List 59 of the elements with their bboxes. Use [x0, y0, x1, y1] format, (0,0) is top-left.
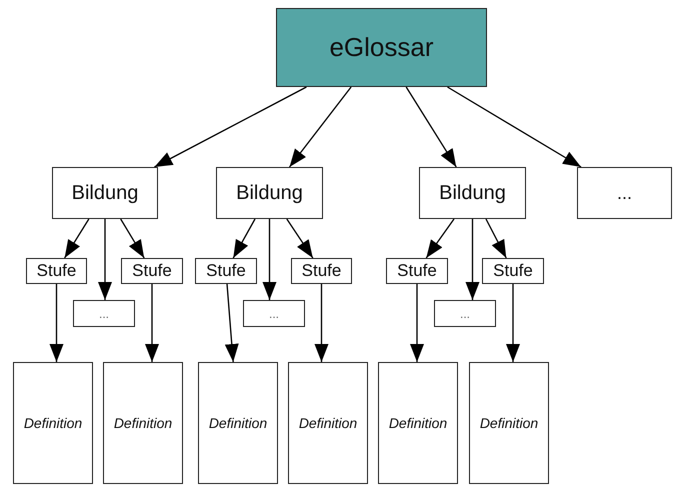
category-box	[419, 167, 526, 219]
category-label: Bildung	[439, 182, 506, 204]
arrow	[485, 218, 507, 258]
level-label: Stufe	[302, 261, 342, 281]
placeholder-box	[577, 167, 672, 219]
root-box	[276, 8, 487, 87]
arrow	[64, 218, 90, 258]
arrow	[406, 86, 457, 168]
level-box	[386, 258, 448, 284]
title-text: eGlossar	[329, 32, 434, 63]
arrow	[289, 86, 352, 168]
level-label: Stufe	[206, 261, 246, 281]
level-label: Stufe	[493, 261, 533, 281]
category-label: Bildung	[72, 182, 138, 204]
definition-label: Definition	[298, 415, 358, 431]
arrow	[98, 219, 112, 300]
arrow	[506, 284, 520, 362]
arrow	[145, 284, 159, 362]
arrow	[466, 219, 480, 300]
ellipsis-text: ...	[268, 306, 279, 320]
arrow	[232, 218, 256, 258]
arrow	[154, 86, 307, 168]
arrow	[224, 284, 239, 362]
definition-box	[288, 362, 368, 484]
level-box	[26, 258, 87, 284]
ellipsis-text: ...	[460, 306, 470, 320]
arrow	[120, 218, 145, 258]
ellipsis-text: ...	[98, 306, 109, 320]
arrow	[410, 284, 424, 362]
level-box	[121, 258, 183, 284]
level-label: Stufe	[36, 261, 76, 281]
arrow	[262, 219, 276, 300]
placeholder-box	[73, 300, 135, 327]
arrow	[447, 86, 582, 168]
level-box	[195, 258, 257, 284]
definition-label: Definition	[388, 415, 448, 431]
arrow	[426, 218, 455, 258]
level-box	[291, 258, 352, 284]
definition-box	[103, 362, 183, 484]
definition-box	[378, 362, 458, 484]
placeholder-box	[434, 300, 496, 327]
level-label: Stufe	[397, 261, 437, 281]
arrow	[314, 284, 328, 362]
category-box	[216, 167, 323, 219]
arrow	[50, 284, 64, 362]
level-box	[482, 258, 544, 284]
definition-label: Definition	[114, 415, 172, 431]
arrow	[286, 218, 314, 258]
placeholder-box	[243, 300, 305, 327]
category-box	[52, 167, 158, 219]
definition-label: Definition	[208, 415, 268, 431]
definition-label: Definition	[480, 415, 538, 431]
definition-box	[13, 362, 93, 484]
definition-box	[198, 362, 278, 484]
level-label: Stufe	[132, 261, 172, 281]
ellipsis-text: ...	[616, 182, 632, 204]
definition-label: Definition	[24, 415, 82, 431]
definition-box	[469, 362, 549, 484]
category-label: Bildung	[236, 182, 303, 204]
